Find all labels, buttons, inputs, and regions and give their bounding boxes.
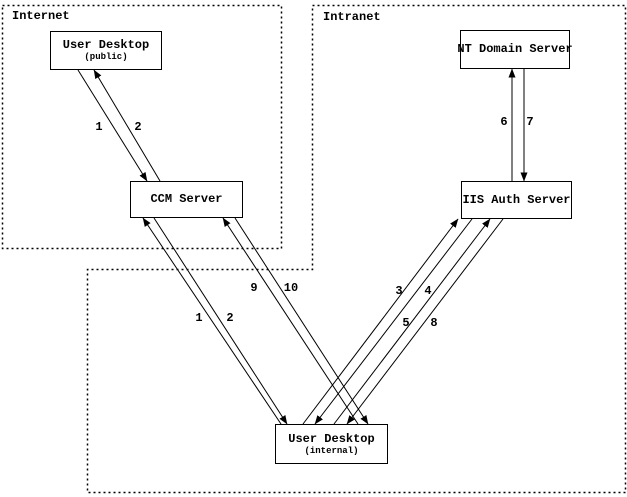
edge-line-internal-to-ccm-1: [142, 217, 282, 425]
edge-label-internal-ccm-9: 9: [250, 281, 258, 295]
intranet-zone-border: [86, 4, 627, 494]
node-title: CCM Server: [150, 192, 223, 206]
edge-label-internal-iis-5: 5: [402, 316, 410, 330]
edge-line-iis-to-internal-4: [314, 218, 473, 425]
edge-line-internal-to-iis-3: [302, 218, 459, 425]
internet-zone-border: [1, 4, 283, 250]
node-title: User Desktop: [62, 38, 150, 52]
node-ccm-server: CCM Server: [130, 181, 243, 218]
edge-label-ccm-internal-10: 10: [283, 281, 299, 295]
node-user-desktop-internal: User Desktop (internal): [275, 424, 388, 464]
edge-line-internal-to-ccm-9: [222, 217, 359, 425]
internet-zone-label: Internet: [12, 9, 70, 23]
edge-line-iis-to-internal-8: [346, 218, 504, 425]
edge-line-ccm-to-public-2: [93, 69, 161, 182]
node-title: NT Domain Server: [457, 42, 573, 56]
node-iis-auth-server: IIS Auth Server: [461, 181, 572, 219]
edge-line-ccm-to-internal-10: [234, 217, 369, 425]
node-nt-domain-server: NT Domain Server: [457, 30, 573, 69]
edge-label-internal-ccm-1: 1: [195, 311, 203, 325]
edge-label-iis-nt-6: 6: [500, 115, 508, 129]
intranet-zone-label: Intranet: [323, 10, 381, 24]
edge-label-ccm-public-2: 2: [134, 120, 142, 134]
edge-label-internal-iis-3: 3: [395, 284, 403, 298]
node-title: IIS Auth Server: [462, 192, 571, 207]
edge-label-iis-internal-4: 4: [424, 284, 432, 298]
edge-label-nt-iis-7: 7: [526, 115, 534, 129]
edge-line-ccm-to-internal-2: [153, 217, 288, 425]
edge-label-iis-internal-8: 8: [430, 316, 438, 330]
node-subtitle: (public): [84, 52, 128, 62]
edge-label-public-ccm-1: 1: [95, 120, 103, 134]
edge-line-internal-to-iis-5: [333, 218, 491, 425]
node-subtitle: (internal): [304, 445, 359, 456]
node-title: User Desktop: [288, 431, 375, 446]
edge-label-ccm-internal-2: 2: [226, 311, 234, 325]
edge-line-public-to-ccm-1: [77, 69, 148, 182]
node-user-desktop-public: User Desktop (public): [50, 31, 162, 70]
